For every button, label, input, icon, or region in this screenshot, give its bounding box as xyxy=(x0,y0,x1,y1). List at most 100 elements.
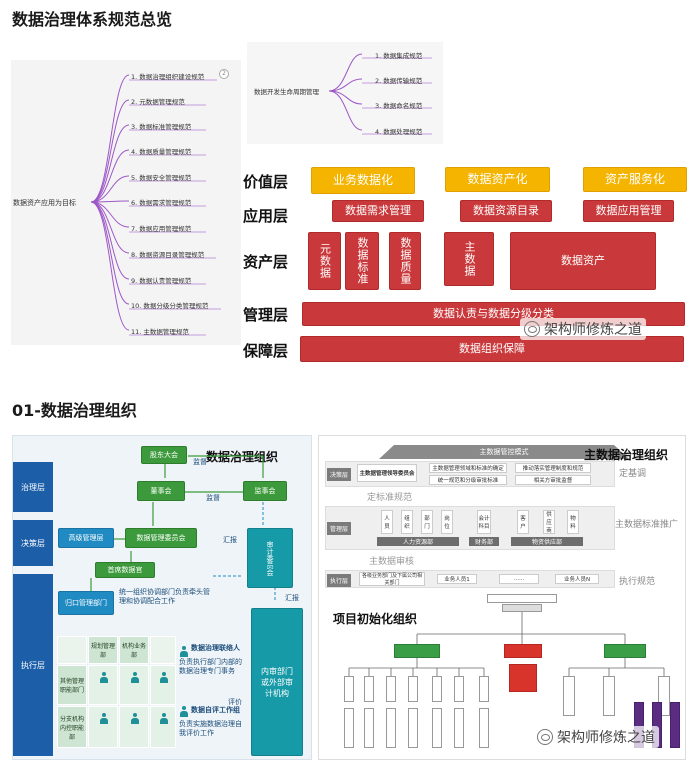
edge-label: 汇报 xyxy=(223,536,237,544)
project-node xyxy=(432,676,442,702)
wechat-icon xyxy=(537,729,553,745)
project-node xyxy=(454,676,464,702)
liaison-desc: 负责执行部门内部的数据治理专门事务 xyxy=(179,658,242,676)
person-icon xyxy=(130,672,140,683)
person-icon xyxy=(130,713,140,724)
mindmap-item: 7. 数据应用管理规范 xyxy=(131,225,192,233)
layer-label-application: 应用层 xyxy=(243,207,289,225)
asset-box: 数据标准 xyxy=(345,232,379,290)
mindmap-item: 6. 数据需求管理规范 xyxy=(131,199,192,207)
mdm-title: 主数据治理组织 xyxy=(584,448,669,462)
watermark: 架构师修炼之道 xyxy=(520,318,646,340)
node-chief-data-officer: 首席数据官 xyxy=(95,562,155,578)
mindmap-branches xyxy=(90,74,221,336)
count-badge: 2 xyxy=(219,69,229,79)
grid-cell xyxy=(119,665,149,705)
project-node xyxy=(487,594,557,603)
edge-label: 评价 xyxy=(228,698,242,706)
project-node xyxy=(509,664,537,692)
mindmap-item: 3. 数据标准管理规范 xyxy=(131,123,192,131)
mdm-right-label: 执行规范 xyxy=(619,577,656,587)
person-icon xyxy=(159,713,169,724)
node-mgmt-dept: 归口管理部门 xyxy=(58,591,114,615)
mindmap-branches xyxy=(328,53,432,135)
mdm-dept-bar: 人力资源部 xyxy=(377,537,459,546)
mdm-right-label: 定基调 xyxy=(619,469,647,479)
layer-label-guarantee: 保障层 xyxy=(243,342,289,360)
mindmap-root: 数据开发生命周期管理 xyxy=(254,88,319,96)
mindmap-item: 2. 元数据管理规范 xyxy=(131,98,185,106)
value-box: 资产服务化 xyxy=(583,167,687,192)
project-node xyxy=(563,676,575,716)
node-board: 董事会 xyxy=(137,481,185,501)
project-node xyxy=(364,708,374,748)
mindmap-item: 9. 数据认责管理规范 xyxy=(131,277,192,285)
mindmap-item: 4. 数据处理规范 xyxy=(375,128,423,136)
org-connectors xyxy=(90,455,276,601)
asset-box: 数据资产 xyxy=(510,232,656,290)
person-icon xyxy=(99,713,109,724)
mdm-cell: 统一规范和分级审批标准 xyxy=(429,475,507,485)
coordination-text: 统一组织协调部门负责牵头管理和协调配合工作 xyxy=(119,588,210,606)
mdm-cell: 人员 xyxy=(381,510,393,534)
grid-header-empty xyxy=(150,636,176,664)
mdm-and-project-diagrams: 主数据管控模式 主数据治理组织 决策层 主数据管理领导委员会 主数据管理领域和标… xyxy=(318,435,686,760)
grid-cell xyxy=(88,706,118,748)
app-box: 数据资源目录 xyxy=(460,200,552,222)
mdm-cell: 各级业务部门及下属公司相关部门 xyxy=(359,572,425,586)
project-node xyxy=(604,644,646,658)
node-audit-committee: 审计委员会 xyxy=(247,528,293,588)
selfeval-title: 数据自评工作组 xyxy=(191,706,240,714)
mdm-cell: 物料 xyxy=(567,510,579,534)
asset-box: 主数据 xyxy=(444,232,494,286)
selfeval-desc: 负责实施数据治理自我评价工作 xyxy=(179,720,242,738)
node-shareholders: 股东大会 xyxy=(141,446,187,464)
person-icon xyxy=(99,672,109,683)
mdm-cell: 客户 xyxy=(517,510,529,534)
project-node xyxy=(364,676,374,702)
section-title-overview: 数据治理体系规范总览 xyxy=(12,10,173,29)
node-audit-org: 内审部门或外部审计机构 xyxy=(251,608,303,756)
mdm-dept-bar: 财务部 xyxy=(469,537,499,546)
mdm-cell: 主数据管理领导委员会 xyxy=(357,464,417,482)
band-label: 管理层 xyxy=(327,522,352,535)
mindmap-item: 8. 数据资源目录管理规范 xyxy=(131,251,205,259)
project-title: 项目初始化组织 xyxy=(333,612,418,626)
project-node xyxy=(479,708,489,748)
grid-cell xyxy=(150,706,176,748)
side-label-governance: 治理层 xyxy=(13,462,53,512)
project-node xyxy=(504,644,542,658)
mindmap-item: 5. 数据安全管理规范 xyxy=(131,174,192,182)
grid-cell xyxy=(119,706,149,748)
mdm-cell: 会计科目 xyxy=(477,510,491,534)
mdm-cell: 组织 xyxy=(401,510,413,534)
node-senior-mgmt: 高级管理层 xyxy=(58,528,114,548)
side-label-execution: 执行层 xyxy=(13,574,53,756)
org-title: 数据治理组织 xyxy=(206,450,279,464)
project-node xyxy=(408,676,418,702)
value-box: 数据资产化 xyxy=(445,167,550,192)
edge-label: 汇报 xyxy=(285,594,299,602)
project-node xyxy=(394,644,440,658)
node-supervisors: 监事会 xyxy=(243,481,287,501)
section-title-org: 01-数据治理组织 xyxy=(12,401,137,420)
mindmap-item: 11. 主数据管理规范 xyxy=(131,328,189,336)
mindmap-root: 数据资产应用为目标 xyxy=(13,199,76,207)
person-icon xyxy=(159,672,169,683)
governance-org-diagram: 治理层 决策层 执行层 数据治理组织 股东大会 董事会 监事会 监督 监督 高级… xyxy=(12,435,312,760)
project-node xyxy=(344,708,354,748)
mdm-right-label: 主数据标准推广 xyxy=(615,520,679,530)
watermark-text: 架构师修炼之道 xyxy=(557,730,655,746)
guarantee-bar: 数据组织保障 xyxy=(300,336,684,362)
mdm-cell: 主数据管理领域和标准的确定 xyxy=(429,463,507,473)
mdm-cell: 推动落实管理制度和规范 xyxy=(515,463,591,473)
mdm-review-label: 主数据审核 xyxy=(369,557,415,567)
grid-header: 规划管理部 xyxy=(88,636,118,664)
project-node xyxy=(386,708,396,748)
app-box: 数据需求管理 xyxy=(332,200,424,222)
mindmap-item: 1. 数据治理组织建设规范 xyxy=(131,73,205,81)
watermark-text: 架构师修炼之道 xyxy=(544,322,642,338)
layer-label-management: 管理层 xyxy=(243,306,289,324)
mdm-std-label: 定标准规范 xyxy=(367,493,413,503)
mindmap-item: 1. 数据集成规范 xyxy=(375,52,423,60)
